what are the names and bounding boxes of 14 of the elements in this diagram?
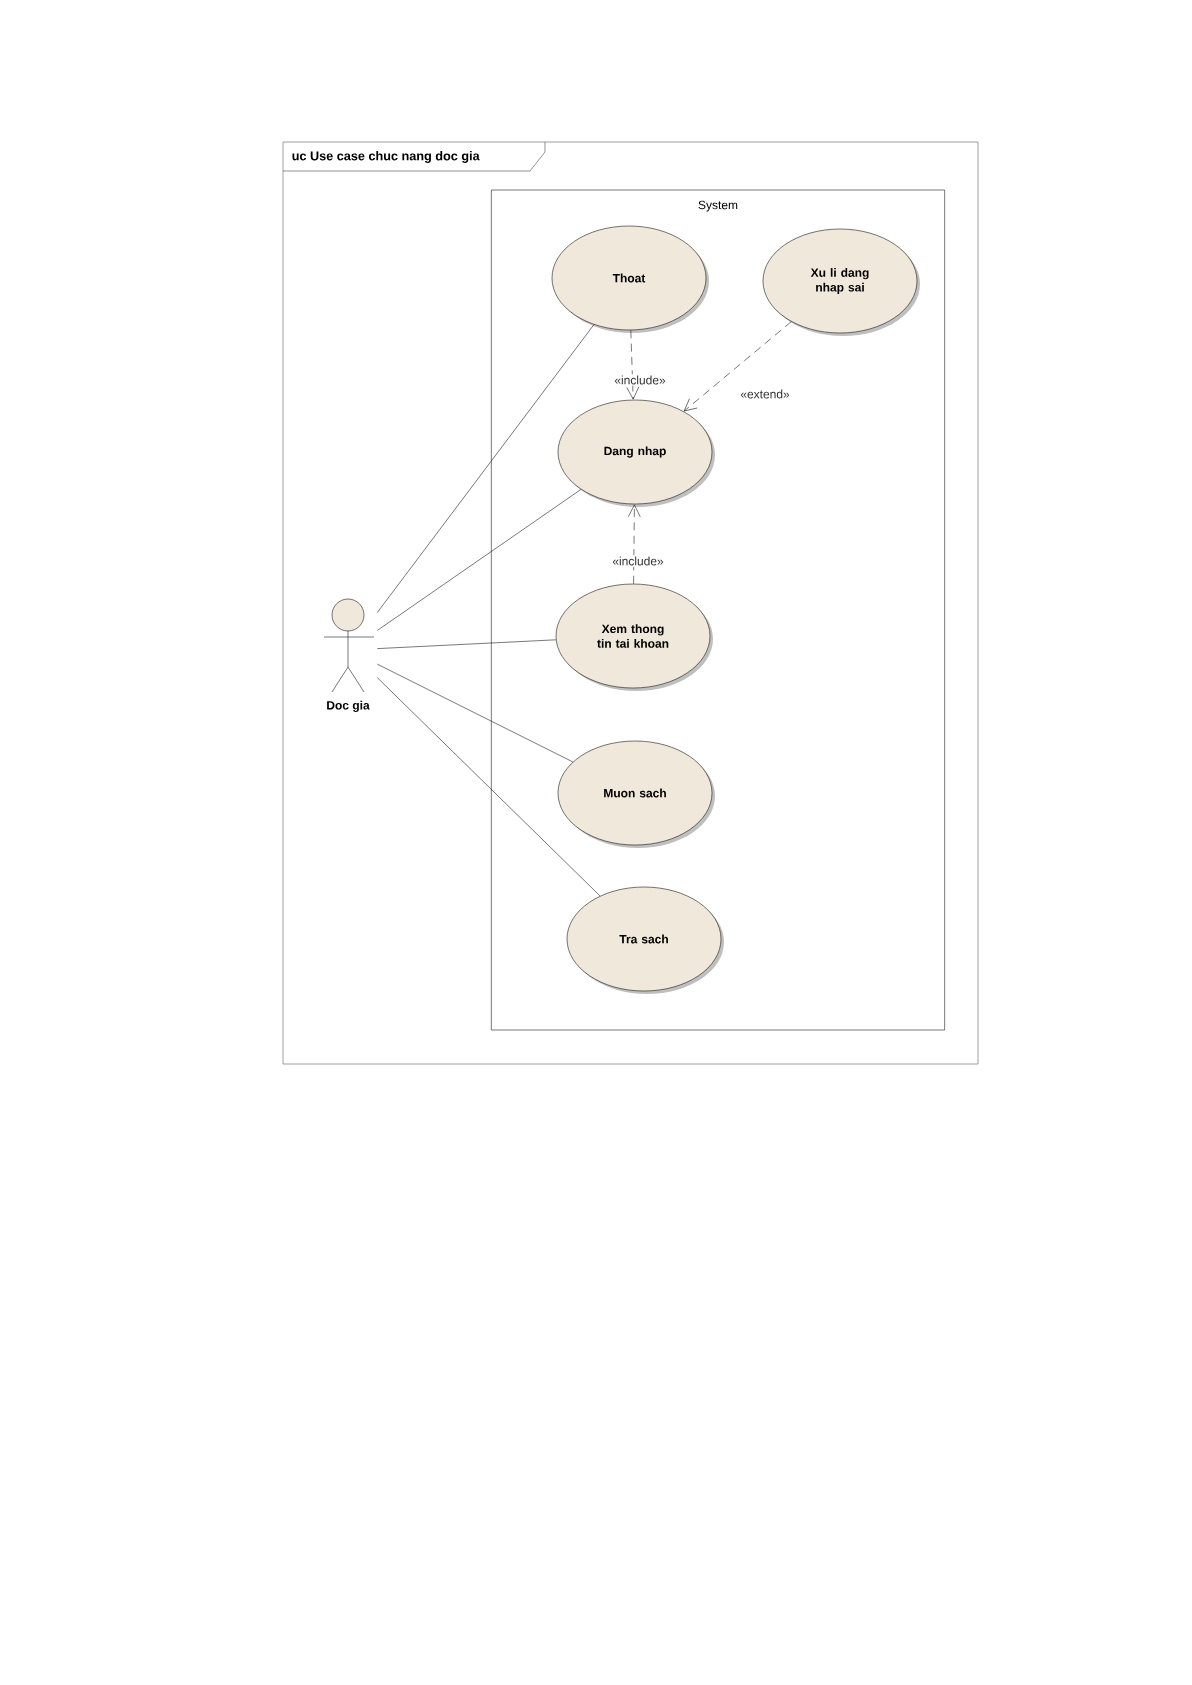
- association-line: [683, 321, 792, 412]
- association-line: [377, 677, 601, 897]
- association-line: [626, 330, 640, 400]
- edge-label: «include»: [611, 555, 665, 567]
- edge-label: «include»: [613, 374, 667, 386]
- association-line: [377, 639, 557, 649]
- frame-title-tab: uc Use case chuc nang doc gia: [282, 141, 546, 172]
- association-line: [377, 324, 595, 613]
- edge-label: «extend»: [739, 388, 791, 400]
- node-label: Doc gia: [327, 700, 370, 712]
- association-line: [377, 663, 574, 763]
- association-line: [628, 504, 641, 584]
- actor-figure: Doc gia: [323, 598, 375, 712]
- association-line: [377, 489, 582, 631]
